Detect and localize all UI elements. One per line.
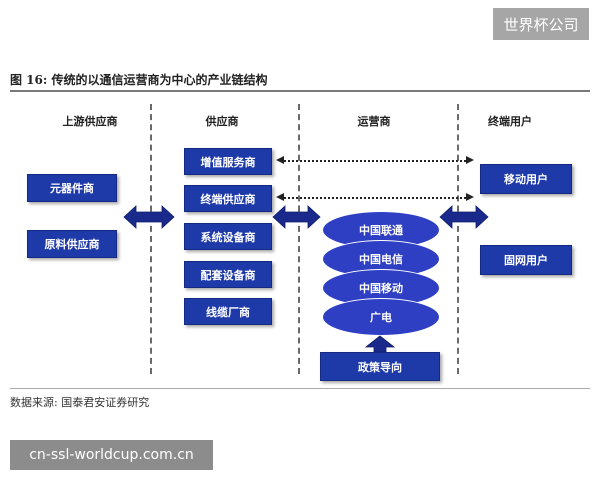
double-arrow-operator-end-user	[439, 205, 489, 229]
box-upstream-components: 元器件商	[27, 174, 117, 202]
box-supplier-support-equipment: 配套设备商	[184, 261, 272, 288]
policy-up-arrow	[364, 335, 396, 353]
separator-1	[150, 104, 152, 374]
double-arrow-supplier-operator	[272, 205, 321, 229]
figure-title: 图 16: 传统的以通信运营商为中心的产业链结构	[10, 73, 268, 87]
watermark-badge: 世界杯公司	[493, 8, 589, 40]
double-arrow-upstream-supplier	[123, 205, 175, 229]
box-policy-guidance: 政策导向	[320, 352, 440, 381]
source-divider	[10, 388, 590, 389]
watermark-url-banner: cn-ssl-worldcup.com.cn	[10, 440, 213, 470]
dotted-arrowheads	[276, 156, 474, 201]
column-header-end-user: 终端用户	[488, 115, 532, 128]
box-upstream-materials: 原料供应商	[27, 230, 117, 258]
figure-source: 数据来源: 国泰君安证券研究	[10, 396, 150, 409]
column-header-operator: 运营商	[357, 115, 391, 128]
box-supplier-system-equipment: 系统设备商	[184, 223, 272, 250]
column-header-upstream: 上游供应商	[62, 115, 118, 128]
box-supplier-cable: 线缆厂商	[184, 298, 272, 325]
separator-2	[298, 104, 300, 374]
separator-3	[457, 104, 459, 374]
box-supplier-value-added: 增值服务商	[184, 148, 272, 175]
ellipse-operator-broadcast: 广电	[322, 298, 440, 336]
column-header-supplier: 供应商	[205, 115, 239, 128]
box-supplier-terminal: 终端供应商	[184, 185, 272, 212]
box-end-user-fixed: 固网用户	[480, 245, 572, 275]
title-divider	[10, 90, 590, 92]
dotted-link-terminal	[280, 197, 470, 199]
dotted-link-value-added	[280, 160, 470, 162]
box-end-user-mobile: 移动用户	[480, 164, 572, 194]
